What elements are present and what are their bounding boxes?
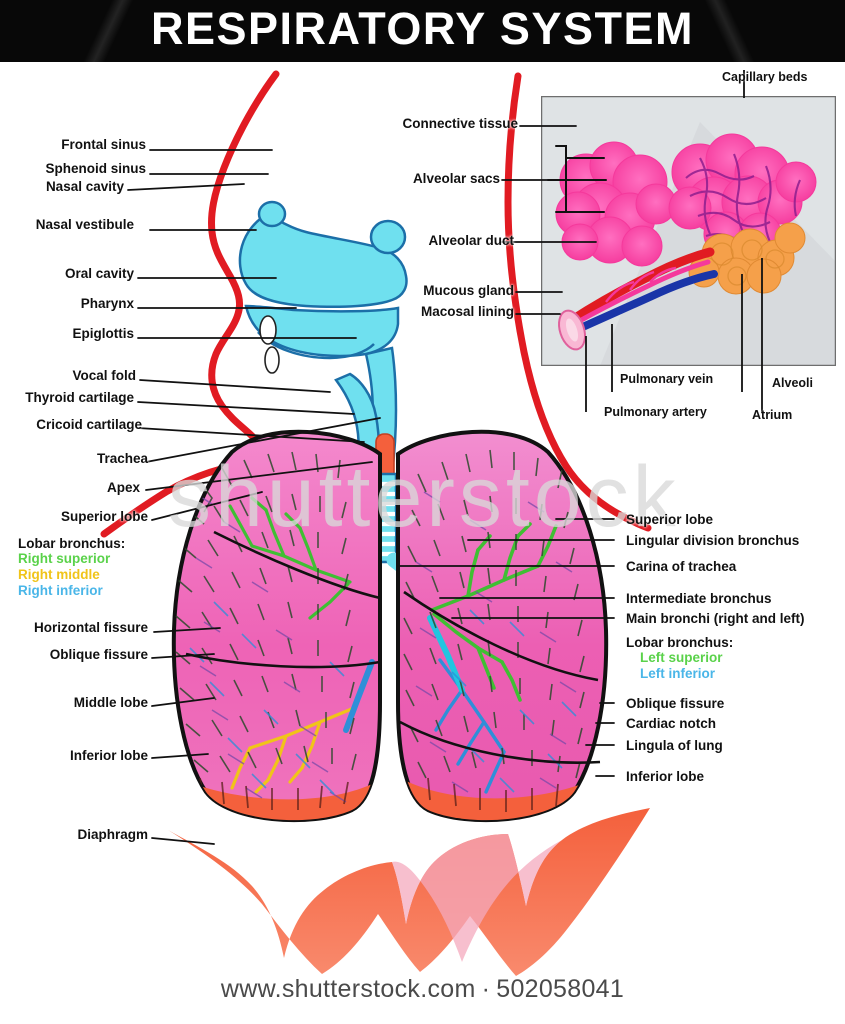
label-diaphragm: Diaphragm [77, 827, 148, 842]
label-macosal-lining: Macosal lining [420, 304, 514, 319]
label-sphenoid-sinus: Sphenoid sinus [45, 161, 146, 176]
label-superior-lobe-left: Superior lobe [626, 512, 714, 527]
leader-lines-inset [585, 70, 763, 412]
label-atrium: Atrium [752, 408, 793, 422]
label-lingular-division-bronchus: Lingular division bronchus [626, 533, 800, 548]
label-main-bronchi: Main bronchi (right and left) [626, 611, 805, 626]
lobar-bronchus-right-group: Lobar bronchus: Right superior Right mid… [18, 536, 125, 599]
label-trachea: Trachea [96, 451, 148, 466]
footer-credit: www.shutterstock.com·502058041 [0, 975, 845, 1004]
label-alveolar-sacs: Alveolar sacs [412, 171, 500, 186]
label-epiglottis: Epiglottis [72, 326, 135, 341]
diaphragm [168, 808, 650, 976]
title-streak-right-icon [585, 0, 845, 62]
right-lung [171, 429, 382, 823]
label-connective-tissue: Connective tissue [402, 116, 518, 131]
page-title: RESPIRATORY SYSTEM [151, 3, 694, 54]
title-bar: RESPIRATORY SYSTEM [0, 0, 845, 62]
label-pulmonary-artery: Pulmonary artery [604, 405, 707, 419]
label-cardiac-notch: Cardiac notch [626, 716, 717, 731]
label-oral-cavity: Oral cavity [64, 266, 134, 281]
leader-lines-center [501, 125, 607, 315]
lobar-right-inferior: Right inferior [18, 583, 103, 598]
label-mucous-gland: Mucous gland [423, 283, 514, 298]
left-lung [396, 429, 609, 823]
label-middle-lobe: Middle lobe [73, 695, 148, 710]
label-frontal-sinus: Frontal sinus [61, 137, 146, 152]
lobar-left-inferior: Left inferior [640, 666, 716, 681]
label-vocal-fold: Vocal fold [72, 368, 136, 383]
label-alveoli: Alveoli [772, 376, 813, 390]
label-horizontal-fissure: Horizontal fissure [33, 620, 148, 635]
lobar-bronchus-right-heading: Lobar bronchus: [18, 536, 126, 551]
label-oblique-fissure-right: Oblique fissure [49, 647, 148, 662]
label-nasal-vestibule: Nasal vestibule [35, 217, 134, 232]
label-thyroid-cartilage: Thyroid cartilage [25, 390, 134, 405]
lobar-right-middle: Right middle [18, 567, 100, 582]
anatomy-illustration [0, 62, 845, 1024]
label-nasal-cavity: Nasal cavity [45, 179, 124, 194]
footer-separator: · [481, 975, 491, 1003]
lobar-left-superior: Left superior [640, 650, 723, 665]
leader-lines-left [127, 149, 381, 845]
label-cricoid-cartilage: Cricoid cartilage [36, 417, 142, 432]
label-alveolar-duct: Alveolar duct [428, 233, 514, 248]
label-pharynx: Pharynx [80, 296, 134, 311]
footer-id: 502058041 [496, 975, 625, 1003]
lobar-right-superior: Right superior [18, 551, 111, 566]
lobar-bronchus-left-group: Lobar bronchus: Left superior Left infer… [626, 635, 733, 682]
label-lingula-of-lung: Lingula of lung [626, 738, 723, 753]
title-streak-left-icon [0, 0, 260, 62]
label-oblique-fissure-left: Oblique fissure [626, 696, 725, 711]
label-inferior-lobe-left: Inferior lobe [626, 769, 705, 784]
lobar-bronchus-left-heading: Lobar bronchus: [626, 635, 734, 650]
label-intermediate-bronchus: Intermediate bronchus [626, 591, 772, 606]
label-capillary-beds: Capillary beds [722, 70, 808, 84]
label-apex: Apex [106, 480, 140, 495]
inset-panel [541, 96, 836, 366]
label-inferior-lobe-right: Inferior lobe [69, 748, 148, 763]
label-carina-of-trachea: Carina of trachea [626, 559, 737, 574]
leader-lines-right [397, 518, 615, 777]
footer-site: www.shutterstock.com [220, 975, 476, 1003]
label-pulmonary-vein: Pulmonary vein [620, 372, 714, 386]
label-superior-lobe: Superior lobe [60, 509, 148, 524]
